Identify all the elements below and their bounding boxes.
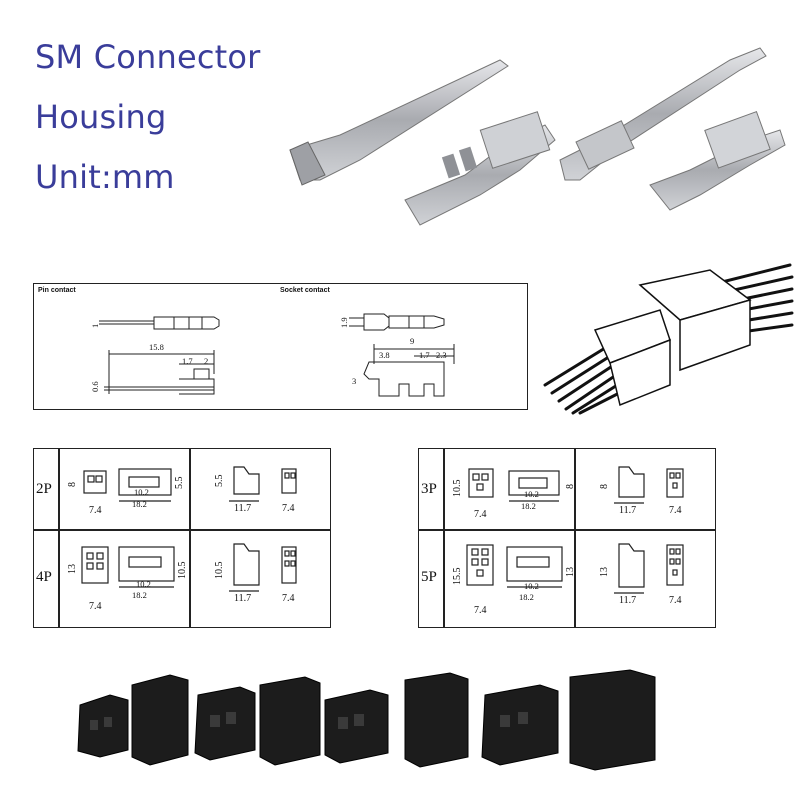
3p-height: 10.5 [452, 479, 463, 498]
pin-dim-1: 1 [90, 323, 100, 328]
5p-end-w: 7.4 [669, 595, 682, 606]
socket-dim-1-9: 1.9 [339, 317, 349, 328]
2p-d3: 5.5 [174, 476, 185, 490]
4p-side-h: 10.5 [214, 561, 225, 580]
2p-side-w: 11.7 [234, 503, 252, 514]
4p-d1: 10.2 [136, 579, 151, 589]
5p-width: 7.4 [474, 605, 487, 616]
pin-contact-photo-2 [559, 47, 767, 181]
pin-dim-1-7: 1.7 [182, 356, 193, 366]
title-unit: Unit:mm [35, 158, 175, 196]
metal-terminals-photo [289, 47, 786, 226]
contact-spec-drawing: Pin contact Socket contact [33, 283, 528, 410]
3p-end-w: 7.4 [669, 505, 682, 516]
row-label-2p: 2P [36, 481, 52, 497]
socket-dim-2-3: 2.3 [436, 350, 447, 360]
row-label-4p: 4P [36, 569, 52, 585]
housing-drawings-right [466, 466, 684, 594]
socket-contact-photo-1 [404, 111, 556, 226]
2p-height: 8 [67, 482, 78, 487]
socket-dim-1-7: 1.7 [419, 350, 430, 360]
3p-width: 7.4 [474, 509, 487, 520]
housing-drawings-left [81, 466, 297, 592]
socket-contact-header: Socket contact [280, 287, 330, 294]
3p-d3: 8 [565, 484, 576, 489]
pin-dim-length: 15.8 [149, 342, 164, 352]
pin-contact-photo-1 [289, 59, 509, 186]
3p-d2: 18.2 [521, 501, 536, 511]
4p-width: 7.4 [89, 601, 102, 612]
4p-d3: 10.5 [177, 561, 188, 580]
black-housings-photo [77, 669, 656, 771]
2p-d1: 10.2 [134, 487, 149, 497]
pin-dim-0-6: 0.6 [90, 381, 100, 392]
3p-side-h: 8 [599, 484, 610, 489]
assembled-connector-photo [543, 263, 794, 415]
contact-line-drawing [99, 313, 455, 397]
socket-dim-3: 3 [352, 376, 357, 386]
socket-dim-length: 9 [410, 336, 415, 346]
5p-d2: 18.2 [519, 592, 534, 602]
pin-dim-2: 2 [204, 356, 209, 366]
4p-side-w: 11.7 [234, 593, 252, 604]
4p-end-w: 7.4 [282, 593, 295, 604]
title-housing: Housing [35, 98, 167, 136]
3p-d1: 10.2 [524, 489, 539, 499]
housing-table-right: 3P 5P [418, 448, 716, 628]
4p-d2: 18.2 [132, 590, 147, 600]
5p-d3: 13 [565, 567, 576, 577]
5p-side-h: 13 [599, 567, 610, 577]
row-label-3p: 3P [421, 481, 437, 497]
5p-side-w: 11.7 [619, 595, 637, 606]
socket-contact-photo-2 [649, 110, 786, 211]
pin-contact-header: Pin contact [38, 287, 76, 294]
3p-side-w: 11.7 [619, 505, 637, 516]
row-label-5p: 5P [421, 569, 437, 585]
5p-height: 15.5 [452, 567, 463, 586]
2p-d2: 18.2 [132, 499, 147, 509]
title-sm-connector: SM Connector [35, 38, 261, 76]
2p-end-w: 7.4 [282, 503, 295, 514]
socket-dim-3-8: 3.8 [379, 350, 390, 360]
housing-table-left: 2P 4P [33, 448, 331, 628]
5p-d1: 10.2 [524, 581, 539, 591]
2p-width: 7.4 [89, 505, 102, 516]
4p-height: 13 [67, 564, 78, 574]
2p-side-h: 5.5 [214, 474, 225, 488]
